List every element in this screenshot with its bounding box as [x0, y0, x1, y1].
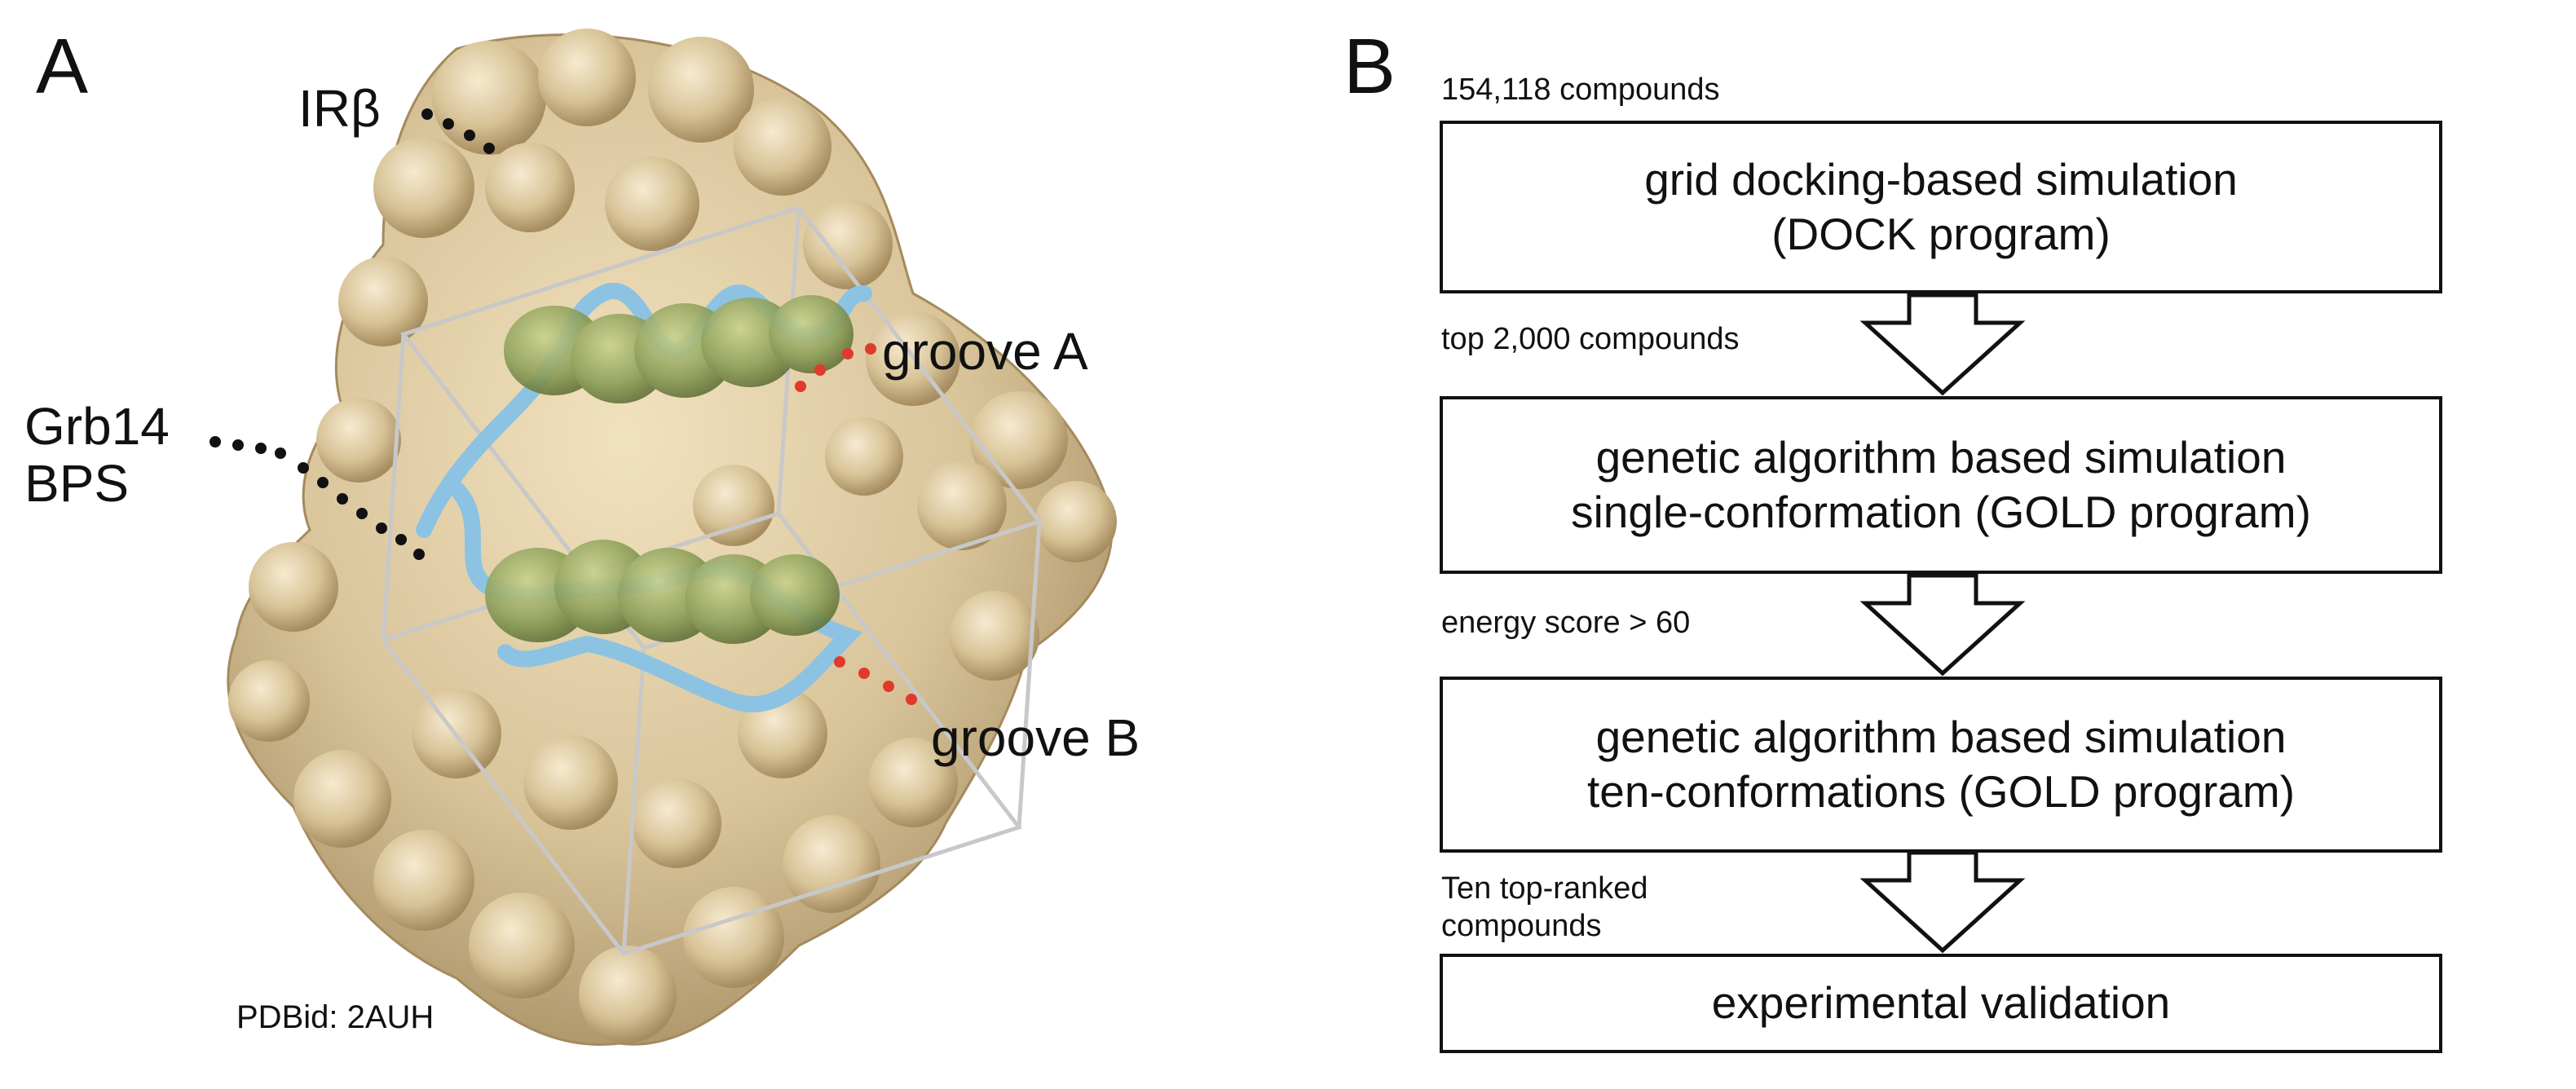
step-gold-ten-line2: ten-conformations (GOLD program)	[1586, 766, 2296, 817]
filter-note-top2000: top 2,000 compounds	[1441, 322, 1740, 356]
step-dock-line1: grid docking-based simulation	[1644, 153, 2238, 205]
step-validation-box: experimental validation	[1440, 954, 2442, 1053]
step-validation-label: experimental validation	[1711, 977, 2171, 1029]
input-count-note: 154,118 compounds	[1441, 73, 1720, 107]
filter-note-top-ranked-line1: Ten top-ranked	[1441, 871, 1648, 906]
filter-note-energy: energy score > 60	[1441, 606, 1691, 640]
step-dock-line2: (DOCK program)	[1771, 209, 2111, 259]
ligand-groove-a	[504, 295, 854, 403]
step-gold-ten-line1: genetic algorithm based simulation	[1595, 711, 2287, 762]
flow-arrow-1	[1859, 293, 2026, 396]
irb-label: IRβ	[298, 79, 381, 138]
grb14-label-line2: BPS	[24, 454, 130, 514]
panel-b-letter: B	[1343, 23, 1396, 110]
flow-arrow-3	[1859, 850, 2026, 954]
step-gold-single-box: genetic algorithm based simulation singl…	[1440, 396, 2442, 574]
leader-dots-irb	[421, 108, 495, 154]
grb14-bps-label: Grb14 BPS	[24, 398, 170, 513]
step-gold-single-line2: single-conformation (GOLD program)	[1571, 487, 2311, 537]
ligand-groove-b	[485, 540, 840, 644]
flow-arrows	[1859, 293, 2026, 954]
filter-note-top-ranked-line2: compounds	[1441, 908, 1602, 943]
panel-a-letter: A	[36, 23, 89, 110]
protein-structure-render	[210, 29, 1117, 1046]
panel-b-flowchart: 154,118 compounds grid docking-based sim…	[1272, 0, 2576, 1089]
protein-surface	[227, 29, 1117, 1046]
pdb-id-label: PDBid: 2AUH	[236, 999, 434, 1035]
step-gold-single-line1: genetic algorithm based simulation	[1595, 431, 2287, 483]
groove-a-marker-dots	[795, 343, 876, 392]
step-gold-ten-box: genetic algorithm based simulation ten-c…	[1440, 677, 2442, 853]
step-dock-box: grid docking-based simulation (DOCK prog…	[1440, 121, 2442, 293]
groove-b-marker-dots	[834, 656, 917, 705]
leader-dots-grb14	[210, 436, 425, 560]
filter-note-top-ranked: Ten top-ranked compounds	[1441, 871, 1648, 945]
groove-a-label: groove A	[882, 322, 1088, 381]
panel-a-structure: A IRβ groove A groove B Grb14 BPS PDBid:…	[0, 0, 1272, 1089]
groove-b-label: groove B	[931, 708, 1140, 767]
grb14-label-line1: Grb14	[24, 397, 170, 456]
flow-arrow-2	[1859, 573, 2026, 677]
